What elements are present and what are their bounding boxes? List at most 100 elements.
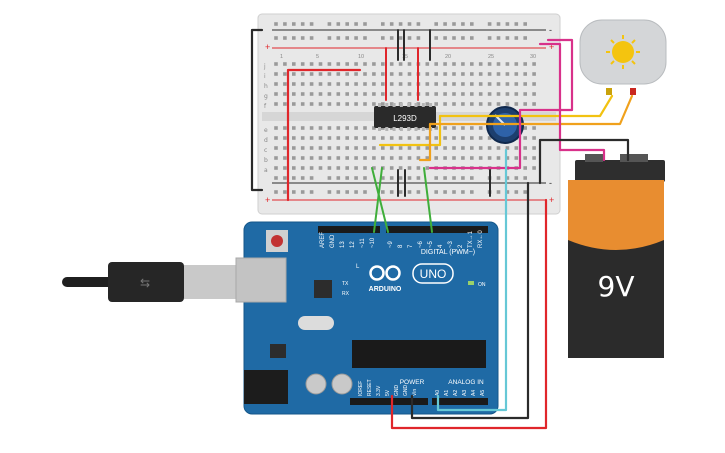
breadboard-hole — [292, 136, 296, 140]
usb-plug-housing — [108, 262, 184, 302]
breadboard-hole — [398, 92, 403, 96]
breadboard-hole — [425, 62, 430, 66]
breadboard-hole — [470, 72, 474, 76]
breadboard-hole — [372, 126, 376, 130]
digital-pin-label: ~10 — [370, 237, 376, 248]
breadboard-hole — [434, 102, 438, 106]
wire-red-5v[interactable] — [390, 198, 548, 430]
digital-pin-label: 4 — [438, 244, 444, 248]
power-pin-label: 5V — [385, 389, 391, 396]
wire-red-left[interactable] — [286, 68, 362, 202]
breadboard-hole — [389, 102, 394, 106]
wire-green-1[interactable] — [371, 167, 389, 233]
breadboard-hole — [416, 166, 421, 170]
breadboard-hole — [398, 166, 403, 170]
breadboard-hole — [487, 72, 492, 76]
breadboard-hole — [443, 136, 447, 140]
breadboard-hole — [389, 82, 394, 86]
dc-motor[interactable] — [579, 19, 667, 95]
breadboard-hole — [407, 166, 412, 170]
chip-pin — [414, 127, 418, 131]
breadboard-hole — [354, 92, 358, 96]
breadboard-hole — [309, 82, 314, 86]
breadboard-hole — [398, 82, 403, 86]
breadboard-hole — [514, 146, 519, 150]
rail-hole — [496, 22, 501, 26]
rail-hole — [407, 36, 412, 40]
digital-pin-label: ~5 — [428, 240, 434, 248]
uno-badge — [412, 263, 454, 284]
breadboard-hole — [363, 72, 367, 76]
wire-orange-motor[interactable] — [418, 94, 634, 162]
breadboard-hole — [372, 72, 376, 76]
rail-hole — [514, 190, 519, 194]
rail-hole — [363, 36, 367, 40]
rail-hole — [336, 176, 341, 180]
breadboard-hole — [532, 72, 536, 76]
breadboard-hole — [354, 102, 358, 106]
rail-hole — [452, 176, 456, 180]
breadboard-hole — [363, 166, 367, 170]
wire-yellow-motor[interactable] — [378, 94, 614, 147]
breadboard-hole — [345, 72, 349, 76]
usb-chip — [314, 280, 332, 298]
breadboard-hole — [336, 166, 341, 170]
breadboard-hole — [416, 136, 421, 140]
rail-hole — [389, 190, 394, 194]
battery-wrap — [568, 180, 664, 250]
rail-hole — [300, 36, 305, 40]
breadboard-hole — [487, 136, 492, 140]
breadboard-hole — [327, 62, 332, 66]
motor-shaft-icon — [612, 41, 634, 63]
wire-green-3[interactable] — [423, 167, 433, 233]
breadboard-hole — [372, 62, 376, 66]
rail-hole — [381, 22, 385, 26]
rail-hole — [514, 176, 519, 180]
breadboard-hole — [505, 156, 510, 160]
breadboard-hole — [283, 126, 287, 130]
wire-black-left-rails[interactable] — [250, 28, 264, 192]
breadboard-hole — [470, 156, 474, 160]
breadboard-hole — [300, 166, 305, 170]
breadboard-hole — [532, 146, 536, 150]
rail-plus-top-left: + — [265, 42, 270, 52]
rail-hole — [434, 190, 438, 194]
digital-pin-label: ~11 — [360, 238, 366, 248]
breadboard-hole — [514, 72, 519, 76]
chip-pin — [385, 127, 389, 131]
breadboard-hole — [532, 156, 536, 160]
wire-green-2[interactable] — [373, 167, 383, 233]
rail-hole — [452, 190, 456, 194]
usb-plug-metal — [184, 265, 238, 299]
reset-button[interactable] — [271, 235, 283, 247]
rail-hole — [300, 22, 305, 26]
wire-black-battery[interactable] — [538, 138, 630, 185]
breadboard-hole — [309, 136, 314, 140]
battery-9v[interactable]: 9V — [568, 154, 665, 358]
rail-hole — [461, 176, 465, 180]
l293d-chip[interactable]: L293D — [374, 103, 436, 131]
breadboard-hole — [425, 146, 430, 150]
breadboard-hole — [318, 102, 323, 106]
breadboard-hole — [487, 102, 492, 106]
breadboard-hole — [363, 82, 367, 86]
breadboard-hole — [452, 82, 456, 86]
wire-pink-battery[interactable] — [538, 42, 606, 162]
breadboard-hole — [470, 62, 474, 66]
row-letter: b — [264, 157, 268, 164]
rail-hole — [398, 22, 403, 26]
breadboard-hole — [532, 126, 536, 130]
wire-cyan-analog[interactable] — [436, 148, 508, 412]
wire-black-gnd[interactable] — [410, 181, 530, 420]
rail-hole — [398, 176, 403, 180]
rail-hole — [470, 176, 474, 180]
breadboard-hole — [274, 92, 278, 96]
breadboard-hole — [327, 156, 332, 160]
breadboard-hole — [505, 62, 510, 66]
digital-pin-label: GND — [330, 234, 336, 248]
breadboard-hole — [354, 136, 358, 140]
breadboard-hole — [398, 146, 403, 150]
rail-hole — [354, 22, 358, 26]
chip-pin — [429, 103, 433, 107]
